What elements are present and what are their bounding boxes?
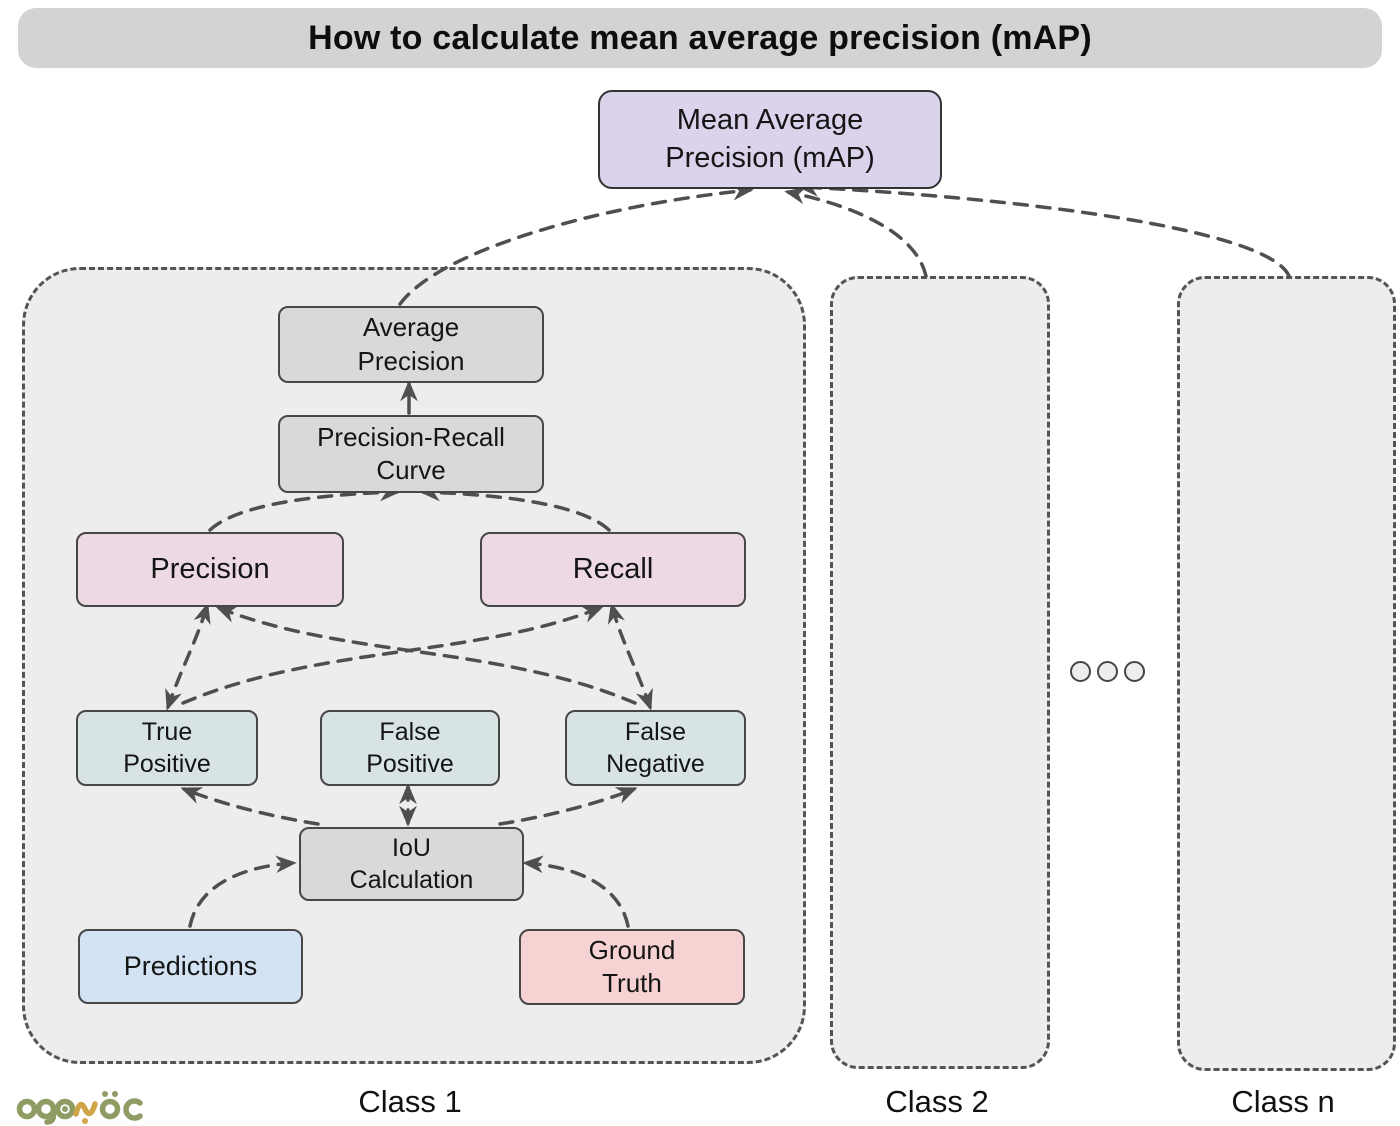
node-label-line: Positive: [366, 750, 454, 778]
node-label-line: False: [379, 718, 441, 746]
node-label-line: Precision (mAP): [665, 141, 875, 174]
node-label-line: True: [141, 718, 193, 746]
node-mean-average-precision: Mean Average Precision (mAP): [598, 90, 942, 189]
edge-class-n-to-map: [797, 179, 1291, 278]
node-label-line: Curve: [376, 455, 446, 485]
node-label-line: Precision: [150, 552, 270, 585]
node-label-line: Negative: [606, 750, 705, 778]
node-label-line: Predictions: [123, 951, 258, 982]
title-banner: How to calculate mean average precision …: [18, 8, 1382, 68]
node-false-positive: False Positive: [320, 710, 500, 786]
class-n-label: Class n: [1231, 1084, 1335, 1119]
node-predictions: Predictions: [78, 929, 303, 1004]
node-label-line: Precision: [357, 345, 465, 376]
class-2-container: [830, 276, 1050, 1069]
node-recall: Recall: [480, 532, 746, 607]
brand-logo: [16, 1084, 152, 1126]
node-iou-calculation: IoU Calculation: [299, 827, 524, 901]
node-label-line: IoU: [392, 834, 431, 862]
node-label-line: Calculation: [349, 866, 474, 894]
node-ground-truth: Ground Truth: [519, 929, 745, 1005]
page-title: How to calculate mean average precision …: [308, 18, 1092, 57]
node-false-negative: False Negative: [565, 710, 746, 786]
class-2-label: Class 2: [885, 1084, 989, 1119]
node-average-precision: Average Precision: [278, 306, 544, 383]
ellipsis-dots: [1070, 661, 1145, 682]
node-true-positive: True Positive: [76, 710, 258, 786]
edge-class-2-to-map: [784, 186, 928, 278]
node-label-line: False: [624, 718, 687, 746]
node-label-line: Positive: [123, 750, 211, 778]
node-label-line: Recall: [572, 552, 654, 585]
brand-logo-icon: [16, 1091, 143, 1125]
class-n-container: [1177, 276, 1396, 1071]
node-precision: Precision: [76, 532, 344, 607]
node-label-line: Mean Average: [676, 104, 864, 137]
node-label-line: Truth: [602, 968, 662, 998]
node-precision-recall-curve: Precision-Recall Curve: [278, 415, 544, 493]
node-label-line: Ground: [588, 934, 676, 965]
dot-icon: [1097, 661, 1118, 682]
node-label-line: Precision-Recall: [317, 421, 505, 452]
class-1-label: Class 1: [358, 1084, 462, 1119]
dot-icon: [1124, 661, 1145, 682]
dot-icon: [1070, 661, 1091, 682]
node-label-line: Average: [362, 312, 460, 343]
